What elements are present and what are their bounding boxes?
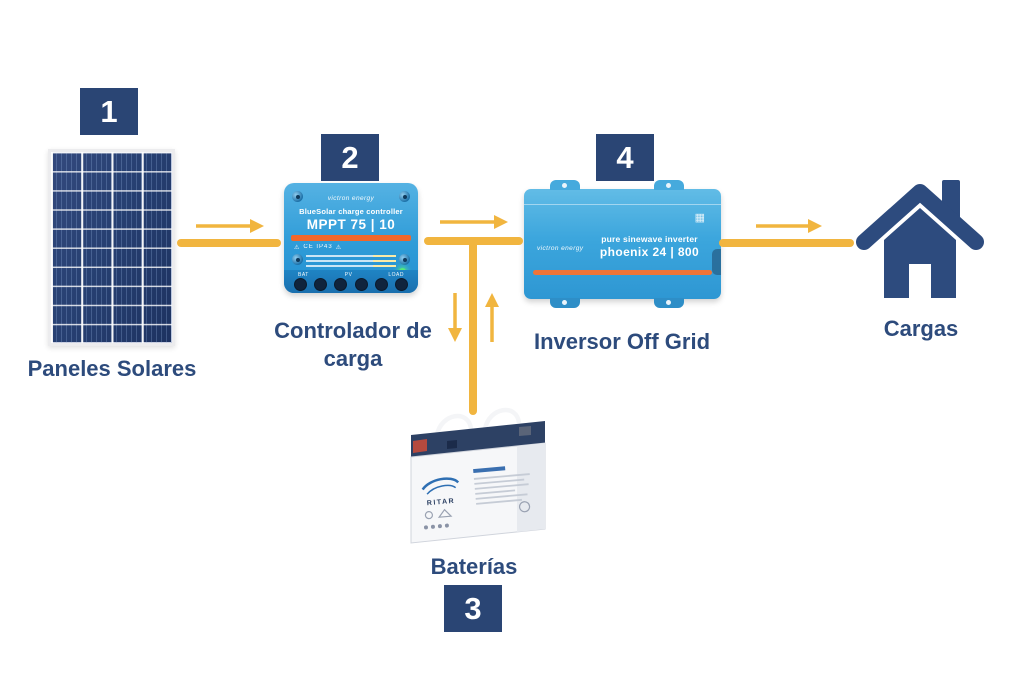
house-body bbox=[884, 208, 956, 298]
spec-line bbox=[306, 264, 396, 267]
tiny-icon bbox=[430, 524, 435, 529]
terminal-row bbox=[294, 278, 408, 291]
terminal-strip: BAT PV LOAD bbox=[284, 270, 418, 293]
qr-icon: ▦ bbox=[694, 212, 705, 224]
terminal bbox=[394, 278, 408, 291]
panels-label: Paneles Solares bbox=[27, 356, 197, 381]
ul-mark-icon bbox=[518, 501, 531, 513]
step-badge-4: 4 bbox=[596, 134, 654, 181]
controller-label: Controlador de carga bbox=[274, 318, 432, 371]
inverter-label: Inversor Off Grid bbox=[533, 329, 711, 354]
label-text-line bbox=[475, 493, 528, 500]
battery-handle-icon bbox=[434, 413, 474, 436]
screw-icon bbox=[399, 191, 410, 202]
battery-image: RITAR bbox=[410, 407, 546, 544]
solar-panel-image bbox=[48, 149, 175, 346]
certification-text: CE IP43 bbox=[303, 244, 333, 250]
roof bbox=[856, 184, 984, 250]
step-badge-1: 1 bbox=[80, 88, 138, 135]
step-number: 3 bbox=[464, 590, 482, 626]
mounting-tab-icon bbox=[654, 180, 684, 190]
house-icon bbox=[856, 180, 984, 298]
model-text: MPPT 75 | 10 bbox=[306, 217, 396, 232]
terminal-label-pv: PV bbox=[344, 272, 353, 278]
terminal bbox=[334, 278, 348, 291]
battery-terminal-cover bbox=[413, 439, 427, 453]
step-number: 1 bbox=[100, 93, 118, 129]
certifications-row: ⚠ CE IP43 ⚠ bbox=[294, 244, 342, 251]
terminal bbox=[354, 278, 368, 291]
mounting-tab-icon bbox=[550, 298, 580, 308]
battery-lid bbox=[411, 421, 545, 457]
step-number: 2 bbox=[341, 139, 359, 175]
warning-icon: ⚠ bbox=[335, 245, 343, 251]
arrow-controller-to-inverter bbox=[424, 215, 523, 245]
mounting-tab-icon bbox=[550, 180, 580, 190]
terminal-label-bat: BAT bbox=[298, 272, 309, 278]
inverter-text-block: pure sinewave inverter phoenix 24 | 800 bbox=[586, 234, 713, 259]
battery-body-shading bbox=[517, 443, 545, 532]
label-header-bar bbox=[473, 466, 506, 474]
warning-icon bbox=[437, 508, 453, 518]
product-line: BlueSolar charge controller bbox=[299, 207, 403, 216]
ac-outlet bbox=[712, 249, 721, 275]
terminal bbox=[374, 278, 388, 291]
label-text-line bbox=[476, 498, 523, 505]
label-text-line bbox=[474, 483, 529, 490]
battery-label: Baterías bbox=[430, 554, 518, 579]
battery-label-details: RITAR bbox=[421, 466, 531, 530]
solar-cells-grid bbox=[51, 152, 172, 343]
tiny-icon bbox=[444, 523, 449, 528]
terminal-labels: BAT PV LOAD bbox=[298, 272, 404, 278]
product-line: pure sinewave inverter bbox=[601, 234, 698, 244]
spec-line bbox=[306, 255, 396, 257]
ritar-swoosh-icon bbox=[426, 484, 457, 495]
spec-line bbox=[306, 259, 396, 262]
battery-handle-icon bbox=[482, 407, 522, 430]
screw-icon bbox=[292, 191, 303, 202]
battery-brand: RITAR bbox=[427, 498, 456, 507]
recycle-icon bbox=[424, 510, 434, 520]
loads-label: Cargas bbox=[883, 316, 959, 341]
terminal-label-load: LOAD bbox=[388, 272, 404, 278]
label-text-line bbox=[474, 478, 525, 485]
mounting-tab-icon bbox=[654, 298, 684, 308]
orange-stripe bbox=[533, 270, 712, 275]
model-text: phoenix 24 | 800 bbox=[599, 245, 700, 259]
step-badge-2: 2 bbox=[321, 134, 379, 181]
terminal bbox=[294, 278, 307, 291]
victron-logo: victron energy bbox=[537, 245, 584, 252]
tiny-icon bbox=[423, 525, 428, 530]
warning-icon: ⚠ bbox=[294, 245, 301, 251]
battery-terminal bbox=[447, 440, 457, 449]
screw-icon bbox=[292, 254, 303, 265]
label-text-line bbox=[475, 489, 516, 495]
ritar-swoosh-icon bbox=[421, 477, 460, 491]
step-badge-3: 3 bbox=[444, 585, 502, 632]
arrow-discharge-up bbox=[485, 293, 499, 342]
victron-logo: victron energy bbox=[327, 195, 375, 202]
inverter-image: ▦ victron energy pure sinewave inverter … bbox=[524, 180, 721, 308]
charge-controller-image: victron energy BlueSolar charge controll… bbox=[284, 183, 418, 293]
step-number: 4 bbox=[616, 139, 634, 175]
terminal bbox=[314, 278, 328, 291]
label-text-line bbox=[473, 473, 530, 480]
orange-stripe bbox=[291, 235, 411, 241]
arrow-panel-to-controller bbox=[177, 219, 281, 247]
screw-icon bbox=[399, 254, 410, 265]
tiny-icon bbox=[437, 524, 442, 529]
arrow-inverter-to-loads bbox=[719, 219, 854, 247]
battery-terminal bbox=[519, 426, 531, 436]
